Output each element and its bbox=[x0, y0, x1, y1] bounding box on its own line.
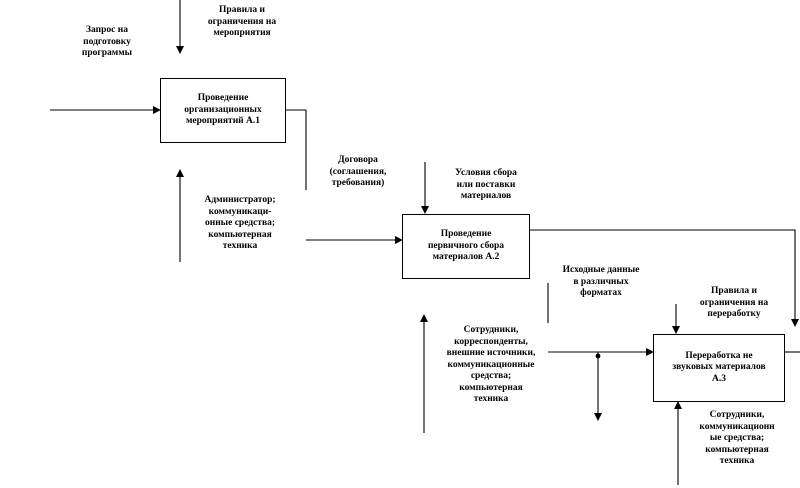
junction-dot bbox=[595, 353, 601, 359]
arrow-a1-output bbox=[286, 109, 307, 190]
label-administrator: Администратор;коммуникаци-онные средства… bbox=[204, 195, 276, 251]
label-employees-a2: Сотрудники,корреспонденты,внешние источн… bbox=[446, 325, 536, 404]
label-contracts: Договора(соглашения,требования) bbox=[329, 155, 387, 188]
arrow-a2-output bbox=[530, 229, 799, 327]
